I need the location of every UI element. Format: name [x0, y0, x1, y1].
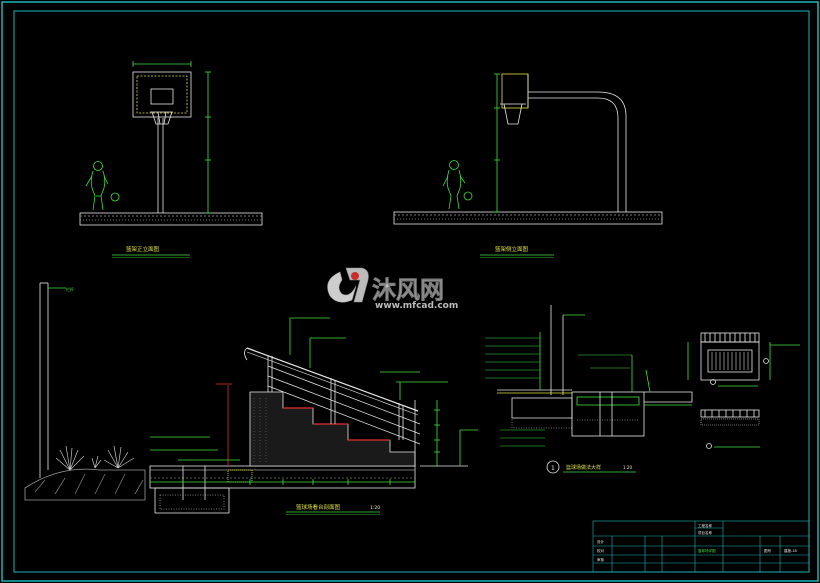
court-detail-caption: 1 篮球场做法大样 1:20 [546, 460, 636, 474]
detail-scale: 1:20 [623, 465, 632, 470]
title-block-number-label: 图号 [764, 548, 772, 553]
title-block-project: 工程名称 [698, 523, 712, 528]
sheet-border-inner [13, 10, 810, 573]
stair-section-scale: 1:20 [370, 505, 380, 511]
side-elevation-caption: 篮架侧立面图 [480, 245, 554, 258]
side-elevation-view [393, 73, 663, 225]
watermark-url: www.mfcad.com [375, 301, 458, 311]
title-block-text: 工程名称 项目名称 篮球场详图 设计 校对 审核 图号 建施-18 [597, 523, 797, 562]
detail-title: 篮球场做法大样 [566, 464, 601, 471]
stair-section-title: 篮球场看台剖面图 [296, 503, 341, 511]
edge-strip-detail [700, 409, 760, 449]
title-block-checker: 校对 [597, 548, 605, 553]
bleacher-section-caption: 篮球场看台剖面图 1:20 [286, 503, 380, 515]
front-elevation-title: 篮架正立面图 [126, 245, 160, 253]
retaining-wall-section: 栏杆 [24, 282, 146, 501]
player-figure-side [442, 160, 473, 210]
title-block-sheet: 建施-18 [784, 548, 797, 553]
title-block-designer: 设计 [597, 539, 605, 544]
front-elevation-view [79, 61, 263, 226]
bleacher-section [149, 317, 478, 514]
title-block-item: 项目名称 [698, 530, 712, 535]
title-block-drawing-name: 篮球场详图 [698, 548, 716, 553]
grating-detail [687, 332, 800, 387]
court-detail-section [485, 305, 693, 447]
side-elevation-title: 篮架侧立面图 [495, 245, 529, 253]
watermark: 沐风网 www.mfcad.com [327, 267, 458, 311]
watermark-brand: 沐风网 [372, 276, 444, 304]
player-figure-front [85, 161, 120, 211]
mf-logo-icon [327, 267, 369, 303]
plants-group [55, 445, 135, 471]
front-elevation-caption: 篮架正立面图 [112, 245, 190, 258]
wall-tag-label: 栏杆 [66, 286, 74, 292]
title-block-approver: 审核 [597, 557, 605, 562]
detail-number: 1 [551, 465, 555, 472]
title-block [592, 520, 810, 573]
